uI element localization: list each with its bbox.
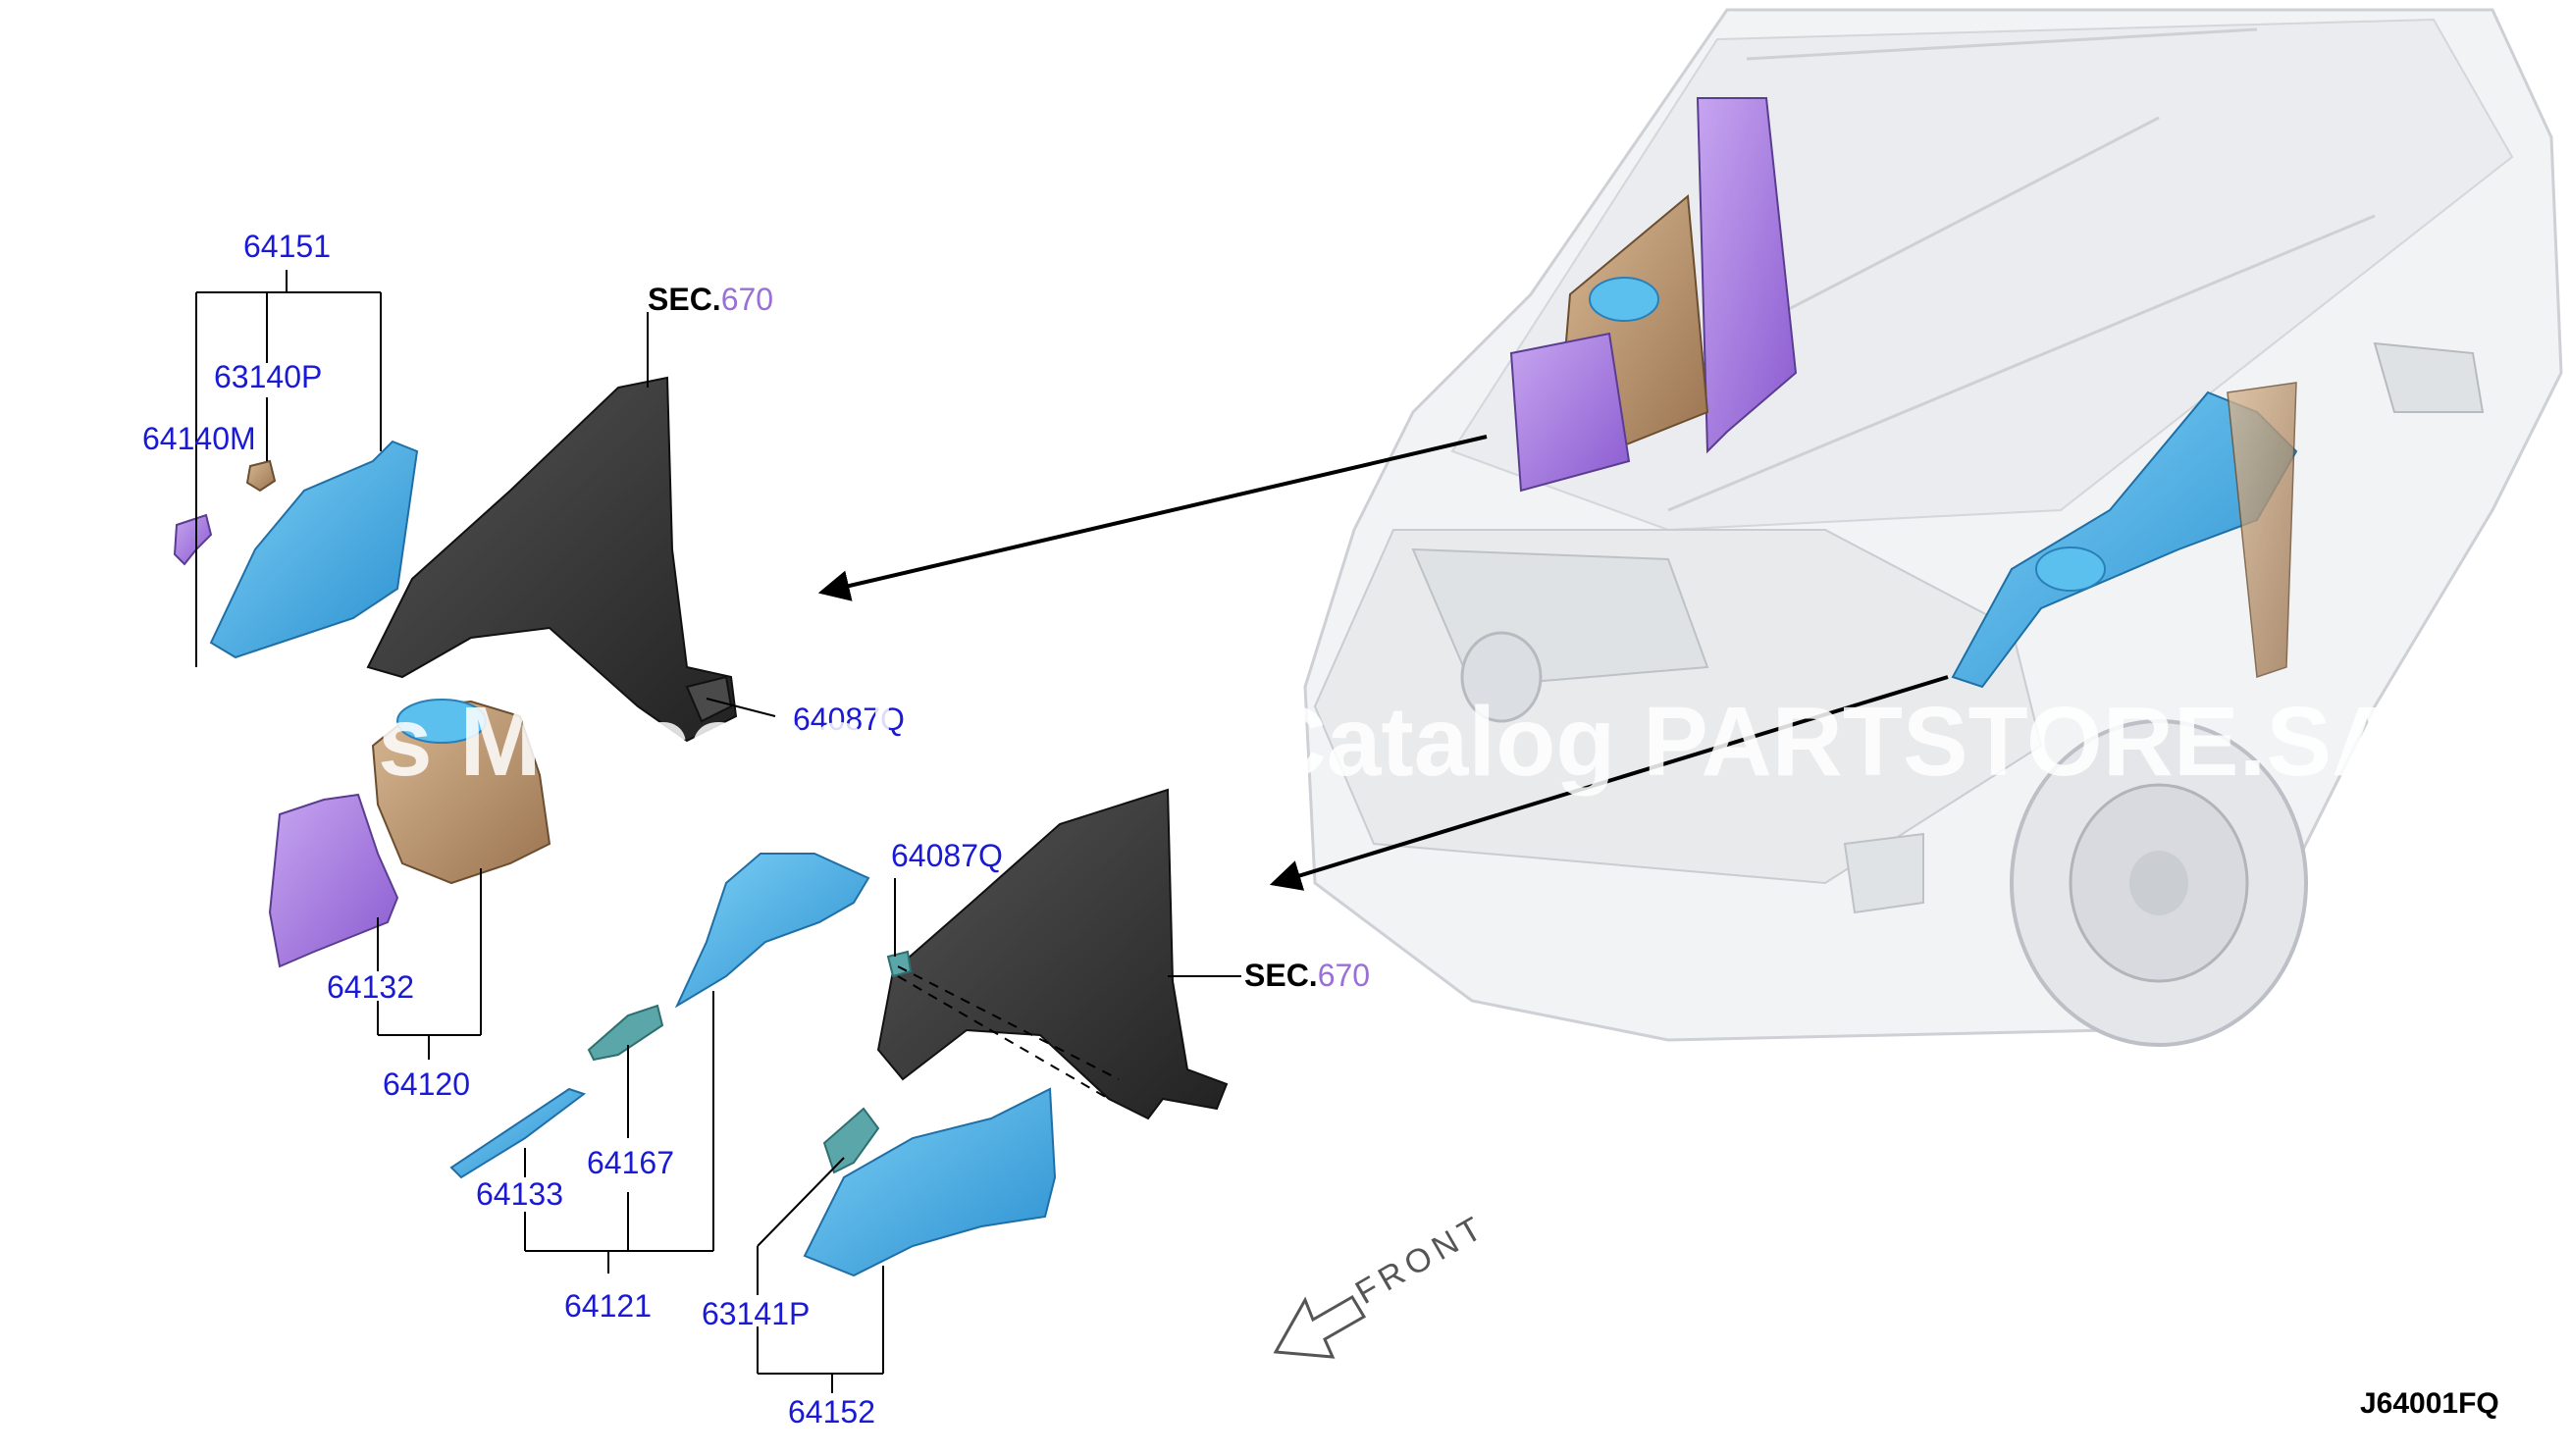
car-illustration [1303, 8, 2563, 1047]
label-64167[interactable]: 64167 [587, 1145, 674, 1180]
front-direction-indicator: FRONT [1273, 1207, 1493, 1359]
label-64121[interactable]: 64121 [564, 1288, 652, 1324]
part-64132 [268, 793, 399, 968]
pointer-arrow-bottom [1269, 675, 1949, 891]
part-64087Q [886, 950, 913, 978]
label-63141P[interactable]: 63141P [702, 1296, 810, 1331]
label-64140M[interactable]: 64140M [142, 421, 256, 456]
part-strut-cap-cyan [396, 699, 487, 744]
section-ref-bottom[interactable]: SEC.670 [1244, 958, 1370, 993]
part-64140M [173, 513, 213, 566]
label-64151[interactable]: 64151 [243, 229, 331, 264]
car-left-apron-highlight [1509, 97, 1798, 493]
label-64120[interactable]: 64120 [383, 1066, 470, 1102]
part-64152 [803, 1087, 1057, 1277]
part-strut-housing-cyan [674, 853, 870, 1009]
car-right-apron-highlight [1951, 382, 2298, 689]
label-64087Q-top[interactable]: 64087Q [793, 702, 905, 737]
label-64132[interactable]: 64132 [327, 969, 414, 1005]
section-ref-top[interactable]: SEC.670 [648, 282, 773, 317]
leader-lines [195, 270, 1241, 1393]
part-64167 [587, 1004, 664, 1062]
part-apron-lower-dark [876, 788, 1229, 1120]
label-64133[interactable]: 64133 [476, 1176, 563, 1212]
part-63141P [822, 1107, 880, 1174]
label-63140P[interactable]: 63140P [214, 359, 322, 394]
part-64133 [449, 1087, 587, 1179]
front-label: FRONT [1349, 1207, 1493, 1311]
part-63140P [245, 459, 277, 493]
label-64152[interactable]: 64152 [788, 1394, 875, 1430]
pointer-arrow-top [817, 435, 1488, 601]
front-arrow-icon [1273, 1294, 1367, 1359]
label-64087Q[interactable]: 64087Q [891, 838, 1003, 873]
watermark-text: s Marcopolo Parts Catalog PARTSTORE.SA [378, 687, 2402, 797]
part-64151 [209, 440, 419, 659]
diagram-code: J64001FQ [2360, 1387, 2499, 1420]
part-apron-upper-dark [366, 376, 738, 743]
